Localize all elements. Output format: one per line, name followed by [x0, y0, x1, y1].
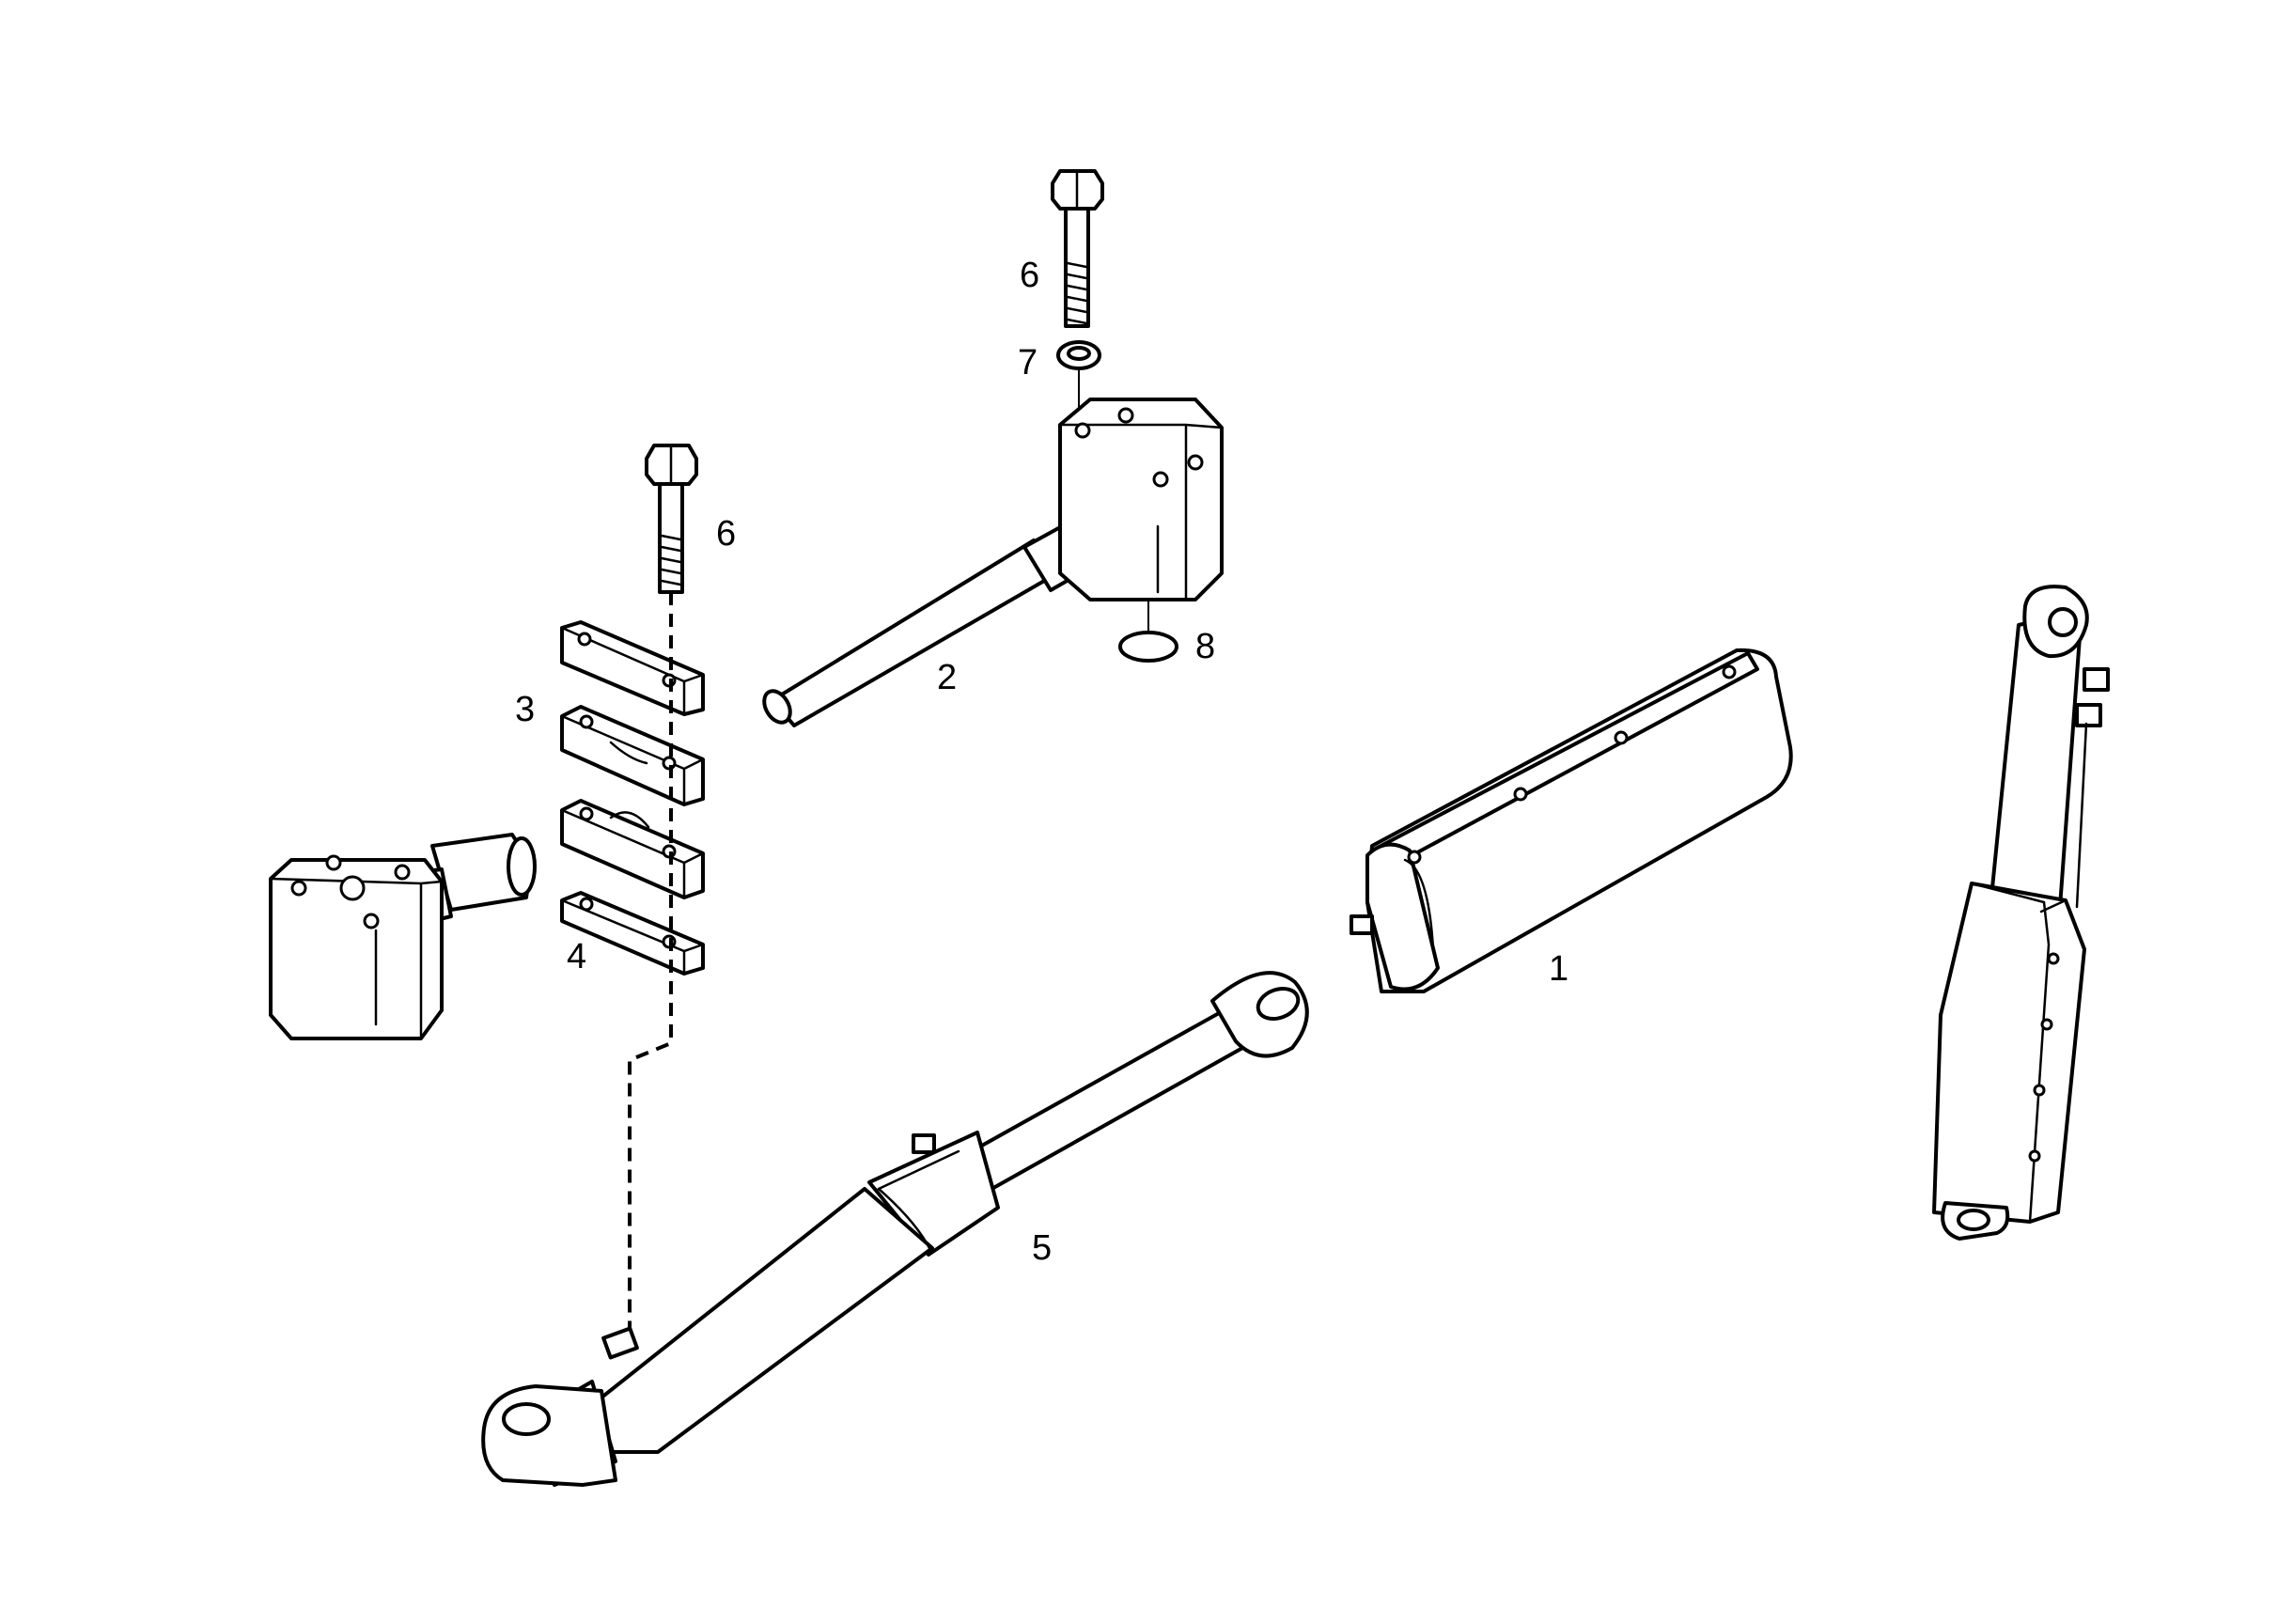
bolt-top: [1051, 169, 1104, 328]
block-with-tube: [762, 398, 1224, 727]
callout-7: 7: [1018, 343, 1038, 383]
clamp-upper: [560, 620, 705, 806]
washer: [1056, 340, 1101, 428]
callout-6-top: 6: [1020, 256, 1039, 295]
assembly-line: [628, 592, 673, 1335]
clamp-lower: [560, 799, 705, 976]
callout-3: 3: [515, 690, 535, 729]
block-left: [269, 833, 537, 1040]
callout-labels: 1 2 3 4 5 6 6 7 8: [515, 256, 1568, 1268]
cover-housing: [1350, 648, 1793, 993]
hydraulic-cylinder: [481, 971, 1309, 1487]
callout-4: 4: [567, 937, 586, 976]
o-ring: [1118, 601, 1178, 663]
callout-5: 5: [1032, 1228, 1052, 1268]
callout-8: 8: [1195, 627, 1215, 666]
callout-2: 2: [937, 658, 957, 697]
assembled-cylinder: [1932, 585, 2110, 1241]
bolt-left: [645, 444, 698, 594]
callout-1: 1: [1549, 949, 1568, 989]
callout-6-left: 6: [716, 514, 736, 554]
